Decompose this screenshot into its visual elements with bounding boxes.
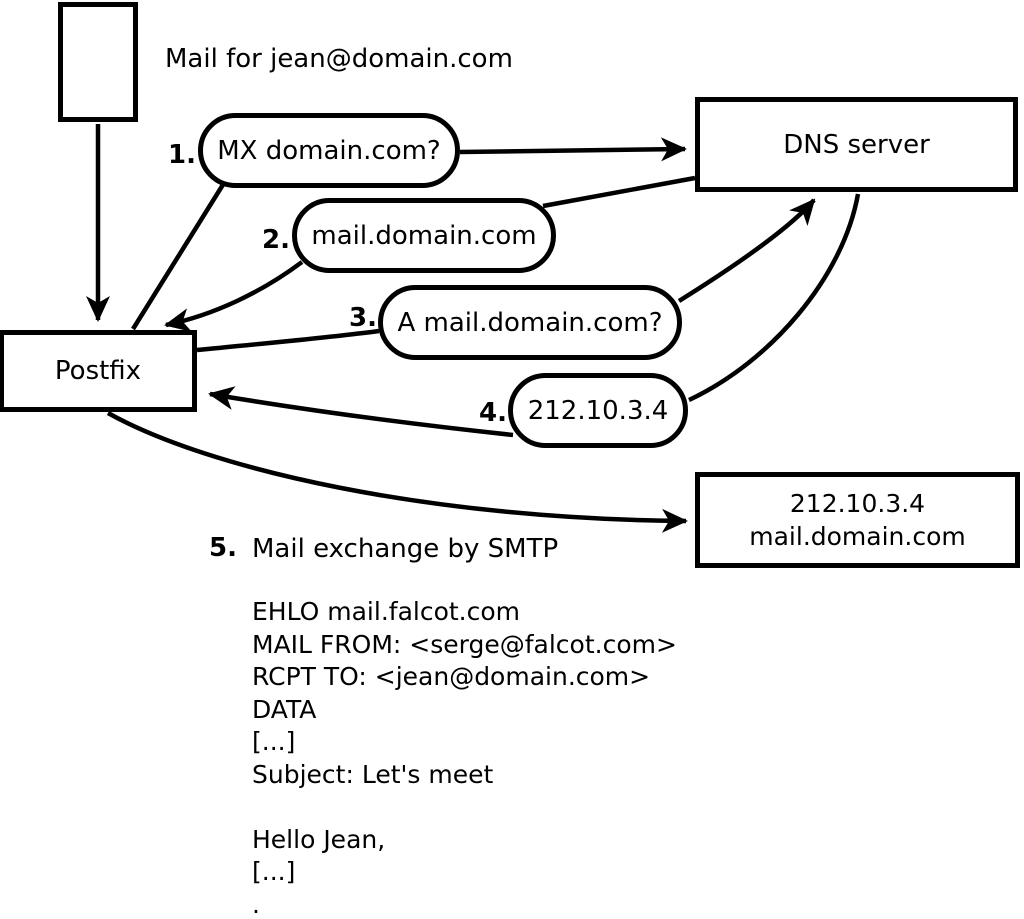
arrow-pill1-to-dns (459, 137, 687, 162)
arrow-pill3-to-dns (677, 198, 816, 303)
step-4-bubble-a-answer: 212.10.3.4 (508, 373, 688, 448)
smtp-session-transcript: EHLO mail.falcot.com MAIL FROM: <serge@f… (252, 597, 677, 919)
mail-server-result-box: 212.10.3.4 mail.domain.com (695, 472, 1020, 568)
dns-server-label: DNS server (783, 129, 930, 160)
step-5-number: 5. (209, 533, 237, 563)
step-3-bubble-a-query: A mail.domain.com? (378, 285, 682, 360)
arrow-pill2-to-postfix (164, 260, 304, 332)
dns-server-box: DNS server (695, 97, 1018, 192)
line-dns-to-pill4 (688, 193, 861, 403)
mail-message-box (58, 2, 138, 122)
step-3-bubble-label: A mail.domain.com? (397, 307, 663, 338)
line-postfix-to-pill3 (196, 328, 380, 353)
step-4-number: 4. (479, 398, 507, 428)
step-1-number: 1. (168, 140, 196, 170)
arrow-pill4-to-postfix (208, 386, 514, 438)
step-1-bubble-label: MX domain.com? (217, 135, 441, 166)
step-2-number: 2. (262, 225, 290, 255)
step-1-bubble-mx-query: MX domain.com? (198, 113, 460, 188)
step-5-label: Mail exchange by SMTP (252, 534, 559, 564)
postfix-label: Postfix (54, 356, 142, 386)
result-ip-label: 212.10.3.4 (789, 489, 926, 518)
step-3-number: 3. (349, 303, 377, 333)
step-4-bubble-label: 212.10.3.4 (527, 395, 669, 426)
line-postfix-to-pill1 (131, 181, 226, 331)
mail-for-label: Mail for jean@domain.com (165, 44, 513, 74)
step-2-bubble-mx-answer: mail.domain.com (292, 198, 556, 273)
line-dns-to-pill2 (542, 175, 696, 209)
step-2-bubble-label: mail.domain.com (311, 220, 537, 251)
postfix-box: Postfix (0, 330, 197, 412)
result-host-label: mail.domain.com (749, 522, 966, 551)
